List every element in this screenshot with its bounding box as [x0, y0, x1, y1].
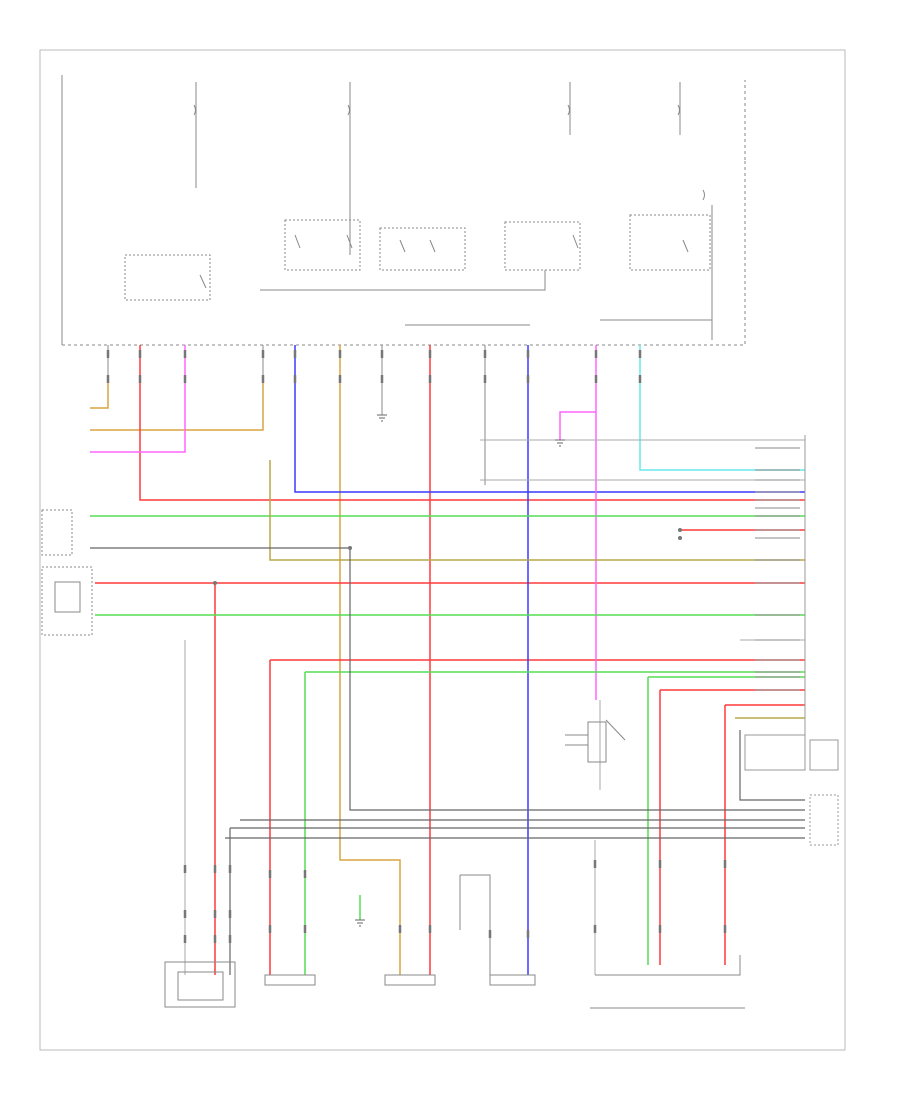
relay-switches — [199, 234, 689, 289]
wire-cyan — [639, 345, 805, 471]
wire-pink — [90, 345, 597, 700]
wire-terminals-right — [755, 447, 800, 691]
relay-4 — [504, 221, 581, 271]
left-sensors — [41, 509, 93, 636]
relay-2 — [284, 219, 361, 271]
left-sensor-lower — [41, 566, 93, 636]
bottom-components — [164, 955, 745, 1009]
ground-symbols — [355, 414, 565, 927]
wire-olive — [269, 460, 805, 719]
wire-harness-dark — [90, 547, 805, 975]
mid-sensor — [565, 719, 626, 763]
module-connector-drops — [107, 345, 486, 485]
relays — [124, 205, 713, 340]
bottom-sensor-1 — [164, 961, 236, 1008]
bottom-sensor-4 — [489, 974, 536, 986]
diagram-frame — [39, 49, 846, 1051]
bottom-sensor-3 — [384, 974, 436, 986]
wire-blue — [294, 345, 805, 975]
wire-green — [90, 515, 805, 975]
left-sensor-upper — [41, 509, 73, 556]
relay-5 — [629, 214, 711, 271]
junction-dots — [213, 528, 682, 585]
wire-orange — [90, 345, 401, 975]
relay-1 — [124, 254, 211, 301]
bottom-sensor-2 — [264, 974, 316, 986]
power-feeds — [61, 75, 681, 345]
ground-wire-tab — [459, 874, 491, 975]
control-module — [62, 80, 746, 346]
connector-pins — [106, 350, 727, 943]
relay-3 — [379, 227, 466, 271]
fuse-symbols — [193, 104, 705, 201]
wire-harness-gray — [184, 439, 805, 975]
bottom-sensor-5 — [595, 955, 741, 976]
right-connector — [744, 435, 839, 846]
